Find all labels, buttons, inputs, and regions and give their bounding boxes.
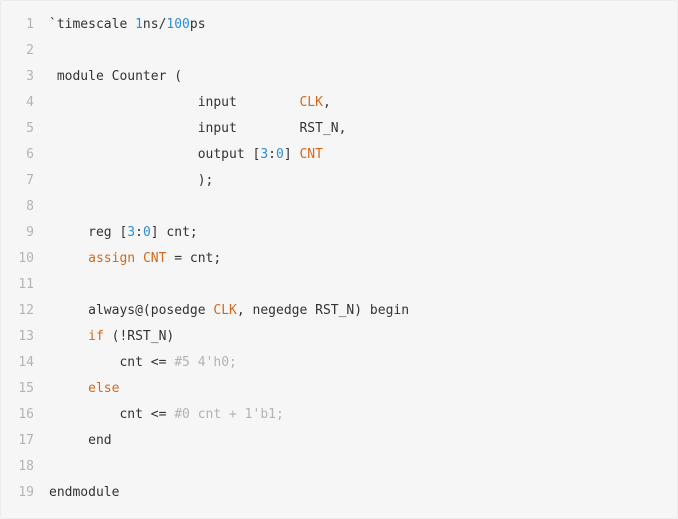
line-number: 19 — [18, 485, 34, 500]
code-line: 11 — [1, 272, 677, 298]
code-line: 13 if (!RST_N) — [1, 324, 677, 350]
code-token — [135, 251, 143, 266]
code-token: always@(posedge — [49, 303, 214, 318]
code-text: module Counter ( — [49, 64, 182, 90]
line-number: 2 — [26, 43, 34, 58]
code-token: `timescale — [49, 17, 136, 32]
code-text: if (!RST_N) — [49, 324, 174, 350]
code-token — [49, 381, 88, 396]
code-token: CNT — [299, 147, 323, 162]
code-token — [49, 251, 88, 266]
line-number: 8 — [26, 199, 34, 214]
code-token: 0 — [142, 225, 151, 240]
code-text: reg [3:0] cnt; — [49, 220, 198, 246]
code-token: ); — [49, 173, 214, 188]
code-token: #0 cnt + 1'b1; — [174, 407, 284, 422]
line-number: 1 — [26, 17, 34, 32]
line-number: 14 — [18, 355, 34, 370]
code-line: 1`timescale 1ns/100ps — [1, 12, 677, 38]
code-token: ns/ — [142, 17, 167, 32]
code-text: input CLK, — [49, 90, 331, 116]
code-token: 1 — [135, 17, 143, 32]
code-token: output [ — [49, 147, 261, 162]
code-text: assign CNT = cnt; — [49, 246, 221, 272]
code-token: cnt <= — [49, 407, 175, 422]
code-token: if — [88, 329, 104, 344]
line-number: 3 — [26, 69, 34, 84]
line-number: 11 — [18, 277, 34, 292]
line-number: 4 — [26, 95, 34, 110]
code-line: 18 — [1, 454, 677, 480]
code-text: `timescale 1ns/100ps — [49, 12, 206, 38]
code-line: 17 end — [1, 428, 677, 454]
line-number: 13 — [18, 329, 34, 344]
code-token: , — [322, 95, 331, 110]
code-token: input RST_N, — [49, 121, 347, 136]
code-line: 15 else — [1, 376, 677, 402]
code-token: = cnt; — [166, 251, 222, 266]
code-line: 5 input RST_N, — [1, 116, 677, 142]
code-text: endmodule — [49, 480, 119, 506]
code-token: : — [268, 147, 276, 162]
code-token: CNT — [142, 251, 167, 266]
code-token: input — [49, 95, 300, 110]
code-token: CLK — [213, 303, 237, 318]
line-number: 7 — [26, 173, 34, 188]
code-token: end — [49, 433, 112, 448]
code-line: 7 ); — [1, 168, 677, 194]
code-token: , negedge RST_N) begin — [236, 303, 410, 318]
code-token: : — [135, 225, 143, 240]
code-text: cnt <= #0 cnt + 1'b1; — [49, 402, 284, 428]
code-text: input RST_N, — [49, 116, 347, 142]
code-line: 3 module Counter ( — [1, 64, 677, 90]
code-line: 6 output [3:0] CNT — [1, 142, 677, 168]
code-text: end — [49, 428, 112, 454]
line-number: 17 — [18, 433, 34, 448]
code-line: 19 endmodule — [1, 480, 677, 506]
code-line: 8 — [1, 194, 677, 220]
code-token: ] cnt; — [150, 225, 198, 240]
code-token: #5 4'h0; — [174, 355, 237, 370]
code-line: 9 reg [3:0] cnt; — [1, 220, 677, 246]
code-token: else — [88, 381, 120, 396]
line-number: 6 — [26, 147, 34, 162]
code-text: output [3:0] CNT — [49, 142, 323, 168]
code-token: ps — [189, 17, 206, 32]
line-number: 5 — [26, 121, 34, 136]
line-number: 16 — [18, 407, 34, 422]
line-number: 18 — [18, 459, 34, 474]
code-line: 12 always@(posedge CLK, negedge RST_N) b… — [1, 298, 677, 324]
line-number: 10 — [18, 251, 34, 266]
code-text: cnt <= #5 4'h0; — [49, 350, 237, 376]
code-token: cnt <= — [49, 355, 175, 370]
code-text: ); — [49, 168, 214, 194]
code-token: assign — [88, 251, 136, 266]
code-token — [49, 329, 88, 344]
code-token: endmodule — [49, 485, 120, 500]
code-token: 3 — [127, 225, 136, 240]
line-number: 15 — [18, 381, 34, 396]
code-token: 0 — [275, 147, 284, 162]
code-token: ] — [283, 147, 300, 162]
code-line: 4 input CLK, — [1, 90, 677, 116]
code-line: 16 cnt <= #0 cnt + 1'b1; — [1, 402, 677, 428]
code-token: module Counter ( — [49, 69, 183, 84]
code-line: 14 cnt <= #5 4'h0; — [1, 350, 677, 376]
code-token: CLK — [299, 95, 323, 110]
code-text: always@(posedge CLK, negedge RST_N) begi… — [49, 298, 409, 324]
code-token: 3 — [260, 147, 269, 162]
code-line: 2 — [1, 38, 677, 64]
code-token: reg [ — [49, 225, 128, 240]
line-number: 9 — [26, 225, 34, 240]
code-line: 10 assign CNT = cnt; — [1, 246, 677, 272]
code-text: else — [49, 376, 119, 402]
code-token: 100 — [166, 17, 190, 32]
code-token: (!RST_N) — [103, 329, 175, 344]
line-number: 12 — [18, 303, 34, 318]
